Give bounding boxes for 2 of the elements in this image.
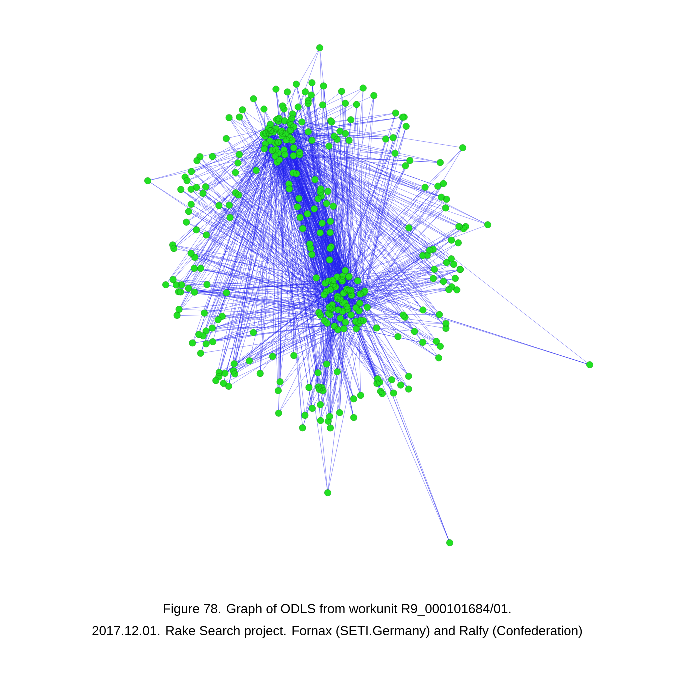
figure-caption: Figure 78. Graph of ODLS from workunit R9_000101684/01. xyxy=(164,604,511,616)
caption-line: 2017.12.01. Rake Search project. Fornax (SETI.Germany) and Ralfy (Confederation) xyxy=(92,626,582,638)
